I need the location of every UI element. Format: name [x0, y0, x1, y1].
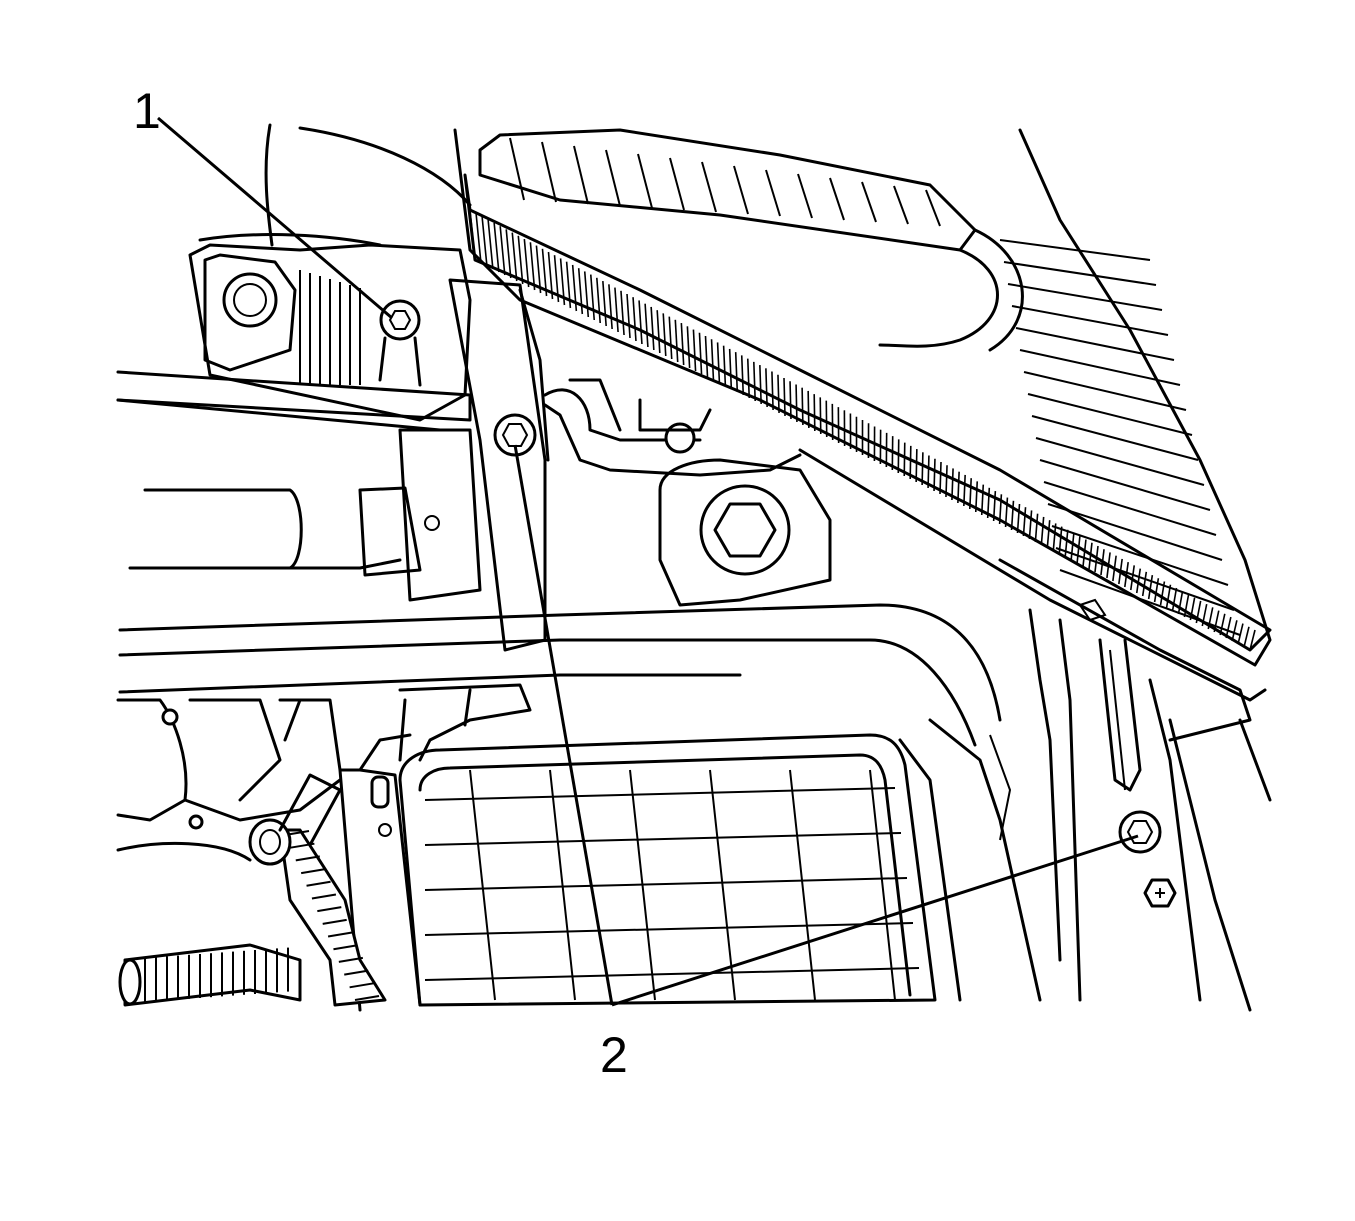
- condenser-grid: [398, 718, 1042, 1007]
- cross-member-upper: [116, 370, 472, 432]
- callout-1-label: 1: [133, 83, 161, 139]
- callout-2-label: 2: [600, 1027, 628, 1083]
- bolt-2b: [1118, 810, 1162, 854]
- center-mount: [543, 378, 832, 607]
- small-fastener: [1143, 878, 1177, 908]
- callout-2-leader-b: [611, 834, 1139, 1007]
- bolt-1: [378, 299, 422, 387]
- lower-left-components: [116, 683, 532, 1012]
- callout-2: 2: [513, 444, 1139, 1083]
- left-bracket: [188, 123, 472, 422]
- callout-1-leader: [157, 116, 393, 320]
- upper-housing: [453, 128, 1272, 742]
- right-rails: [1028, 608, 1272, 1012]
- callout-2-leader-a: [513, 444, 614, 1006]
- cross-member-middle: [128, 488, 402, 570]
- radiator-support-bar: [118, 603, 1002, 747]
- bolt-2a: [493, 413, 537, 457]
- callout-1: 1: [133, 83, 393, 320]
- vertical-strap: [358, 278, 550, 652]
